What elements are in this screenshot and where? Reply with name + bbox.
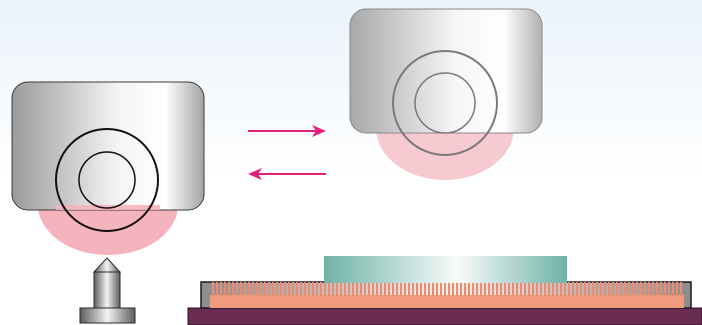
probe-shaft: [93, 271, 121, 309]
right-lens-outer-ring: [392, 50, 498, 156]
arrow-right: [248, 125, 326, 137]
probe-base: [79, 307, 136, 324]
arrow-left: [248, 168, 326, 180]
probe-tip: [92, 257, 122, 273]
left-camera: [11, 81, 205, 255]
right-camera-housing: [349, 8, 543, 134]
left-camera-housing: [11, 81, 205, 211]
pin-array: [210, 282, 684, 296]
base-plate: [187, 307, 702, 325]
right-lens-inner-ring: [414, 72, 476, 134]
right-camera: [349, 8, 543, 180]
pin-strip: [210, 295, 684, 308]
probe: [79, 257, 136, 324]
top-panel: [324, 256, 567, 283]
left-lens-outer-ring: [55, 128, 159, 232]
board-assembly: [187, 256, 702, 325]
left-lens-inner-ring: [78, 151, 136, 209]
